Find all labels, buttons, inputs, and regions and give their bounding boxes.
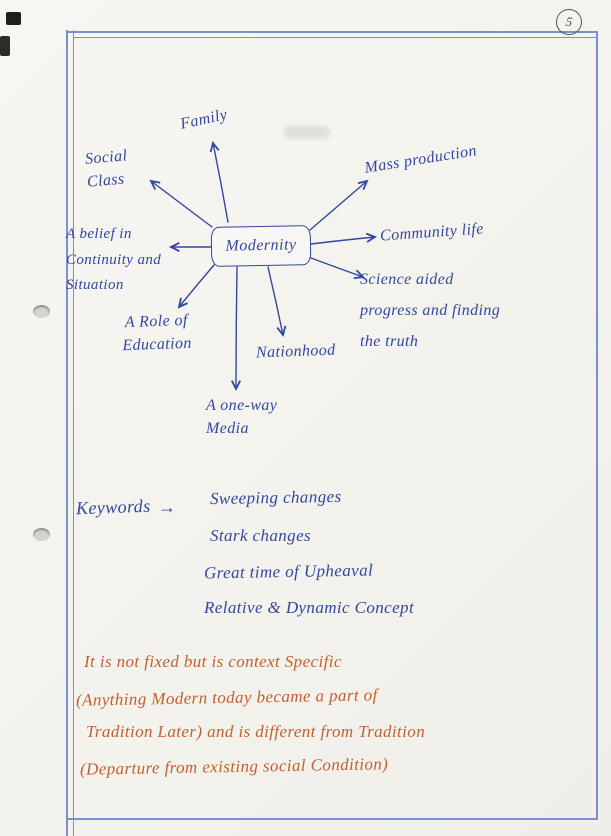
branch-role-of-education: A Role of Education xyxy=(122,311,193,355)
arrow-community-life xyxy=(310,232,378,245)
margin-line-top-outer xyxy=(66,31,597,33)
hole-punch xyxy=(33,528,50,541)
arrow-mass-production xyxy=(309,179,369,231)
branch-social-class: Social Class xyxy=(84,147,129,191)
arrow-nationhood xyxy=(267,266,287,337)
arrow-family xyxy=(209,141,229,223)
scan-mark xyxy=(0,36,10,56)
hole-punch xyxy=(33,305,50,318)
note-line: (Anything Modern today became a part of xyxy=(75,685,378,710)
mindmap-center-node: Modernity xyxy=(210,225,312,267)
branch-one-way-media: A one-way Media xyxy=(206,397,278,438)
margin-line-top-inner xyxy=(73,37,597,38)
scan-mark xyxy=(6,12,21,25)
scan-smudge xyxy=(284,126,330,139)
keyword-item: Relative & Dynamic Concept xyxy=(204,598,415,617)
branch-belief: A belief in Continuity and Situation xyxy=(66,226,162,293)
branch-science: Science aided progress and finding the t… xyxy=(360,271,501,351)
keyword-item: Stark changes xyxy=(210,526,312,545)
keywords-arrow-icon: → xyxy=(158,497,177,517)
branch-nationhood: Nationhood xyxy=(255,341,336,362)
arrow-one-way-media xyxy=(230,266,242,392)
keyword-item: Great time of Upheaval xyxy=(203,560,374,583)
margin-line-right xyxy=(596,31,598,819)
mindmap-arrows xyxy=(149,141,378,392)
keyword-item: Sweeping changes xyxy=(209,486,342,509)
margin-line-bottom xyxy=(66,818,598,820)
margin-line-left-inner xyxy=(73,30,74,836)
arrow-role-of-education xyxy=(177,264,215,309)
arrow-science xyxy=(310,257,365,280)
margin-line-left-outer xyxy=(66,30,68,836)
arrow-social-class xyxy=(149,179,213,228)
note-line: Tradition Later) and is different from T… xyxy=(86,722,426,741)
note-line: It is not fixed but is context Specific xyxy=(84,652,342,671)
keywords-label: Keywords xyxy=(75,495,151,519)
